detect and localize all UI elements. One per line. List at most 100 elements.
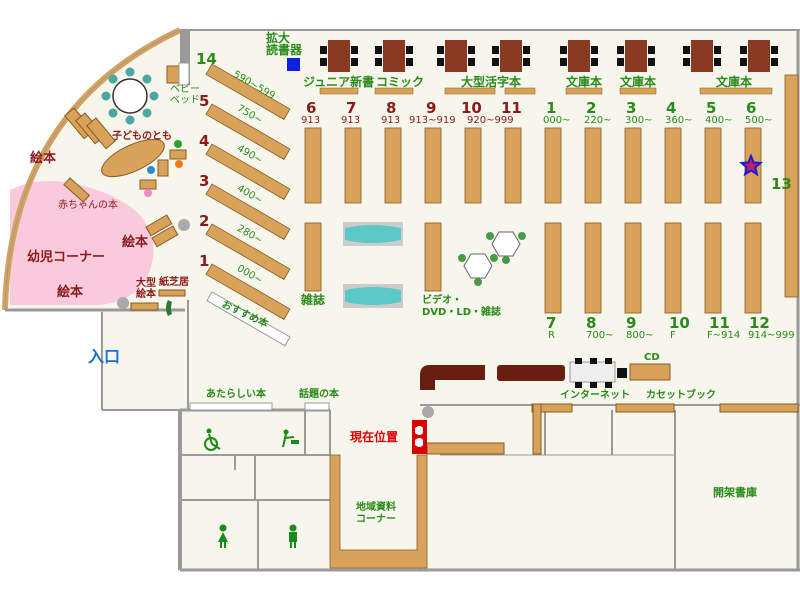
big-picture-book-shelf <box>130 302 159 311</box>
baby-care-icon <box>284 436 295 439</box>
current-location-marker <box>412 420 427 454</box>
bunko-label-3: 文庫本 <box>716 75 753 89</box>
chair <box>375 58 382 66</box>
green-shelf-num-1: 1 <box>546 99 557 117</box>
fiction-shelf <box>384 127 402 204</box>
service-counter <box>426 442 505 455</box>
kids-stool <box>125 115 135 125</box>
kamishibai-shelf <box>158 289 186 297</box>
chair <box>648 58 655 66</box>
large-print-label: 大型活字本 <box>461 75 522 89</box>
chair <box>683 46 690 54</box>
diagonal-shelf <box>205 63 291 120</box>
magazine-shelf <box>304 222 322 292</box>
green-shelf-range-10: F <box>670 330 676 341</box>
pillar <box>117 297 129 309</box>
diagonal-shelf <box>205 143 291 200</box>
chair <box>771 58 778 66</box>
zasshi-label: 雑誌 <box>301 293 326 307</box>
green-shelf-num-5: 5 <box>706 99 717 117</box>
diagonal-shelf <box>205 103 291 160</box>
chair <box>683 58 690 66</box>
top-wall-shelf <box>619 87 657 95</box>
female-restroom-icon <box>220 542 222 548</box>
baby-care-icon <box>283 429 289 435</box>
kids-table <box>101 138 165 178</box>
cassette-book-label: カセットブック <box>646 390 716 401</box>
top-wall-shelf <box>444 87 496 95</box>
green-shelf-range-1: 000~ <box>543 115 571 126</box>
diagonal-shelf <box>205 183 291 240</box>
nonfiction-shelf-bottom <box>584 222 602 314</box>
chair <box>375 46 382 54</box>
male-restroom-icon <box>289 532 297 542</box>
av-seat <box>458 254 466 262</box>
wheelchair-icon <box>208 433 213 445</box>
green-shelf-num-10: 10 <box>669 314 690 332</box>
top-wall-shelf <box>504 87 536 95</box>
baby-book-shelf <box>63 177 91 203</box>
current-location-chair <box>415 426 423 435</box>
av-seat <box>486 232 494 240</box>
green-shelf-range-4: 360~ <box>665 115 693 126</box>
chair <box>468 58 475 66</box>
diagonal-shelf <box>205 263 291 320</box>
chair <box>437 58 444 66</box>
kids-small-shelf <box>157 159 169 177</box>
red-shelf-num-10: 10 <box>461 99 482 117</box>
chair <box>492 46 499 54</box>
baby-bed-label: ベビー ベッド <box>170 84 200 106</box>
nonfiction-shelf-bottom <box>664 222 682 314</box>
kids-small-shelf <box>169 149 187 160</box>
internet-side-shelf <box>532 403 542 455</box>
entrance-label: 入口 <box>88 347 121 366</box>
shelf-13 <box>784 74 799 298</box>
chair <box>406 58 413 66</box>
red-shelf-range-6: 913 <box>301 115 321 126</box>
av-seat <box>518 232 526 240</box>
cd-chair <box>605 358 612 364</box>
reading-table <box>748 40 770 72</box>
toy-green <box>174 140 182 148</box>
current-location-chair <box>415 438 423 447</box>
internet-shelf <box>531 403 573 413</box>
nonfiction-shelf-top <box>544 127 562 204</box>
red-shelf-num-7: 7 <box>346 99 357 117</box>
nonfiction-shelf-bottom <box>544 222 562 314</box>
recommended-shelf <box>206 291 291 347</box>
cd-chair <box>575 382 582 388</box>
chair <box>740 46 747 54</box>
ehon-bottom-label: 絵本 <box>57 285 84 300</box>
kids-pink-area <box>10 181 154 305</box>
chair <box>740 58 747 66</box>
closed-stack-shelf <box>719 403 799 413</box>
chair <box>523 58 530 66</box>
round-table <box>112 78 148 114</box>
bunko-label-2: 文庫本 <box>620 75 657 89</box>
green-shelf-num-7: 7 <box>546 314 557 332</box>
green-shelf-range-7: R <box>548 330 555 341</box>
kids-stool <box>125 67 135 77</box>
red-shelf-range-9: 913~919 <box>409 115 456 126</box>
video-shelf <box>424 222 442 292</box>
chair <box>617 46 624 54</box>
top-wall-shelf <box>374 87 414 95</box>
internet-label: インターネット <box>560 390 630 401</box>
akachan-label: 赤ちゃんの本 <box>58 200 118 211</box>
local-materials-label: 地域資料 コーナー <box>356 502 396 525</box>
nonfiction-shelf-top <box>704 127 722 204</box>
ehon-top-label: 絵本 <box>30 151 57 166</box>
red-shelf-num-9: 9 <box>426 99 437 117</box>
chair <box>714 58 721 66</box>
diag-shelf-num-4: 4 <box>199 132 210 150</box>
cd-chair <box>605 382 612 388</box>
pillar <box>178 219 190 231</box>
chair <box>591 46 598 54</box>
reading-table <box>383 40 405 72</box>
yoji-corner-label: 幼児コーナー <box>27 250 106 265</box>
male-restroom-icon <box>290 542 292 548</box>
female-restroom-icon <box>218 532 228 542</box>
green-shelf-num-2: 2 <box>586 99 597 117</box>
kids-stool <box>108 74 118 84</box>
diag-shelf-num-2: 2 <box>199 212 210 230</box>
